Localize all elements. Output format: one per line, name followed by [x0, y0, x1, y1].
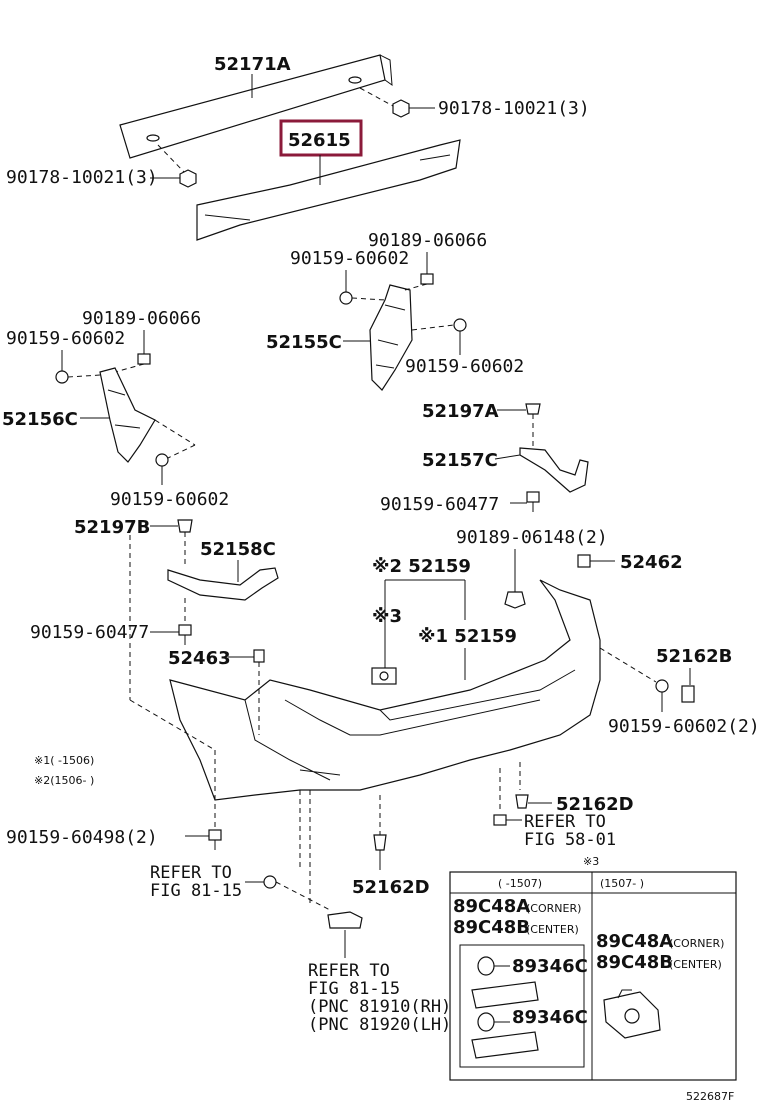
label-52162B: 52162B [656, 646, 732, 667]
label-52463: 52463 [168, 648, 231, 669]
label-52155C: 52155C [266, 332, 342, 353]
bolt-icon [655, 679, 669, 693]
label-52171A: 52171A [214, 54, 291, 75]
gasket-icon [477, 1012, 495, 1032]
inset-89C48A-2: 89C48A [596, 931, 673, 952]
sensor-plate-icon [471, 981, 539, 1009]
label-nut-right: 90178-10021(3) [438, 98, 590, 119]
clip-icon [525, 403, 541, 415]
label-bolt-l-top: 90159-60602 [6, 328, 125, 349]
label-refer-pnc-2: FIG 81-15 [308, 979, 400, 999]
reinforcement-52171A [119, 54, 393, 159]
nut-icon [179, 169, 197, 188]
label-52197B: 52197B [74, 517, 150, 538]
label-clip-06148: 90189-06148(2) [456, 527, 608, 548]
inset-89C48B-1: 89C48B [453, 917, 530, 938]
retainer-52157C [519, 447, 589, 493]
label-52162D-r: 52162D [556, 794, 634, 815]
bolt-icon [263, 875, 277, 889]
label-clip-r-top: 90189-06066 [368, 230, 487, 251]
footer-code: 522687F [686, 1090, 734, 1103]
label-52159-a: ※2 52159 [372, 556, 471, 577]
sensor-plate-icon [471, 1031, 539, 1059]
label-bolt-60602-2: 90159-60602(2) [608, 716, 760, 737]
part-52462-icon [577, 554, 591, 568]
label-52162D-c: 52162D [352, 877, 430, 898]
inset-89C48B-2: 89C48B [596, 952, 673, 973]
label-clip-l-top: 90189-06066 [82, 308, 201, 329]
label-refer-81-1: REFER TO [150, 863, 232, 883]
clip-icon [177, 519, 193, 533]
sensor-bracket-icon [603, 989, 661, 1039]
label-52615: 52615 [288, 130, 351, 151]
nut-icon [392, 99, 410, 118]
inset-col2: (1507- ) [600, 877, 644, 890]
bracket-52155C [369, 284, 413, 391]
bumper-cover [169, 579, 601, 801]
inset-89346C-b: 89346C [512, 1007, 588, 1028]
inset-89C48A-1: 89C48A [453, 896, 530, 917]
label-mark3: ※3 [372, 606, 402, 627]
clip-icon [137, 353, 151, 365]
screw-icon [493, 814, 507, 826]
bolt-icon [453, 318, 467, 332]
inset-89C48A-1-sub: (CORNER) [526, 902, 581, 915]
inset-89C48B-2-sub: (CENTER) [669, 958, 722, 971]
gasket-icon [477, 956, 495, 976]
clip-icon [373, 834, 387, 851]
label-nut-left: 90178-10021(3) [6, 167, 158, 188]
inset-col1: ( -1507) [498, 877, 542, 890]
note-2: ※2(1506- ) [34, 774, 94, 787]
inset-89C48A-2-sub: (CORNER) [669, 937, 724, 950]
part-52162B-icon [681, 685, 695, 703]
bracket-52156C [99, 367, 156, 463]
sensor-icon [371, 667, 397, 685]
note-1: ※1( -1506) [34, 754, 94, 767]
label-bolt-l-bottom: 90159-60602 [110, 489, 229, 510]
label-screw-60498: 90159-60498(2) [6, 827, 158, 848]
inset-89346C-a: 89346C [512, 956, 588, 977]
label-52156C: 52156C [2, 409, 78, 430]
clip-icon [515, 794, 529, 809]
retainer-52158C [167, 567, 279, 601]
label-refer-81-2: FIG 81-15 [150, 881, 242, 901]
highlight-box-52615 [279, 119, 363, 157]
label-screw-r-60477: 90159-60477 [380, 494, 499, 515]
label-52158C: 52158C [200, 539, 276, 560]
label-bolt-r-side: 90159-60602 [405, 356, 524, 377]
inset-mark: ※3 [583, 855, 599, 868]
label-bolt-r-top: 90159-60602 [290, 248, 409, 269]
screw-icon [178, 624, 192, 645]
label-refer-pnc-1: REFER TO [308, 961, 390, 981]
label-refer-pnc-3: (PNC 81910(RH)) [308, 997, 462, 1017]
bolt-icon [339, 291, 353, 305]
clip-icon [420, 273, 434, 285]
inset-89C48B-1-sub: (CENTER) [526, 923, 579, 936]
label-refer-pnc-4: (PNC 81920(LH)) [308, 1015, 462, 1035]
label-52462: 52462 [620, 552, 683, 573]
part-52463-icon [253, 649, 265, 663]
label-52197A: 52197A [422, 401, 499, 422]
screw-icon [208, 829, 222, 850]
clip-icon [504, 591, 526, 609]
bolt-icon [155, 453, 169, 467]
bolt-icon [55, 370, 69, 384]
label-52159-b: ※1 52159 [418, 626, 517, 647]
reflector-icon [327, 911, 363, 929]
label-refer-58-2: FIG 58-01 [524, 830, 616, 850]
label-52157C: 52157C [422, 450, 498, 471]
screw-icon [526, 491, 540, 512]
absorber-52615 [196, 139, 461, 241]
label-screw-l-60477: 90159-60477 [30, 622, 149, 643]
label-refer-58-1: REFER TO [524, 812, 606, 832]
